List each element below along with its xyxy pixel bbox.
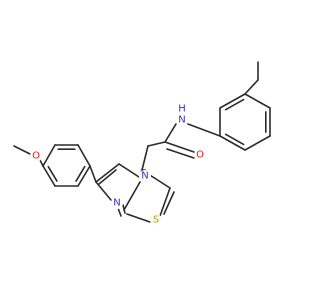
bond-line: [224, 133, 245, 146]
bond-line: [159, 187, 171, 217]
bond-line: [122, 204, 126, 214]
molecule-structure-diagram: N H O O N N S: [13, 61, 271, 226]
bond-line: [13, 145, 31, 155]
bond-line: [39, 159, 44, 167]
bond-line: [244, 93, 271, 109]
bond-line: [141, 145, 149, 171]
bond-line: [163, 191, 175, 215]
bond-line: [164, 141, 195, 153]
bond-line: [166, 148, 195, 159]
bond-line: [147, 141, 166, 147]
bond-line: [187, 123, 221, 137]
bond-line: [95, 163, 120, 183]
bond-line: [123, 181, 141, 211]
atom-h-amide: H: [177, 104, 187, 115]
atom-n-amide-label: N: [178, 115, 185, 126]
bond-layer: [13, 61, 271, 223]
atom-label-layer: N H O O N N S: [30, 104, 206, 226]
atom-h-amide-label: H: [178, 104, 186, 115]
bond-line: [117, 207, 122, 217]
atom-n-amide: N: [176, 114, 188, 126]
bond-line: [75, 165, 86, 182]
bond-line: [126, 213, 151, 223]
bond-line: [244, 79, 259, 95]
bond-line: [89, 165, 97, 183]
atom-s-ring-label: S: [153, 215, 159, 226]
atom-n-ring: N: [111, 197, 123, 209]
bond-line: [77, 165, 91, 187]
atom-o-methoxy: O: [30, 150, 42, 162]
bond-line: [98, 169, 117, 185]
bond-line: [244, 135, 271, 151]
bond-line: [95, 181, 112, 201]
atom-o-methoxy-label: O: [32, 151, 40, 162]
bond-line: [224, 98, 245, 111]
bond-line: [118, 163, 140, 178]
atom-n-bridge-label: N: [141, 171, 148, 182]
atom-n-bridge: N: [139, 170, 151, 182]
bond-line: [77, 144, 91, 167]
bond-line: [219, 135, 246, 151]
bond-line: [219, 93, 246, 109]
atom-s-ring: S: [150, 214, 162, 226]
atom-o-carbonyl: O: [194, 149, 206, 161]
atom-o-carbonyl-label: O: [196, 150, 204, 161]
bond-line: [47, 165, 58, 182]
bond-line: [164, 123, 177, 143]
bond-line: [42, 165, 56, 187]
bond-line: [42, 144, 56, 167]
atom-n-ring-label: N: [113, 198, 120, 209]
